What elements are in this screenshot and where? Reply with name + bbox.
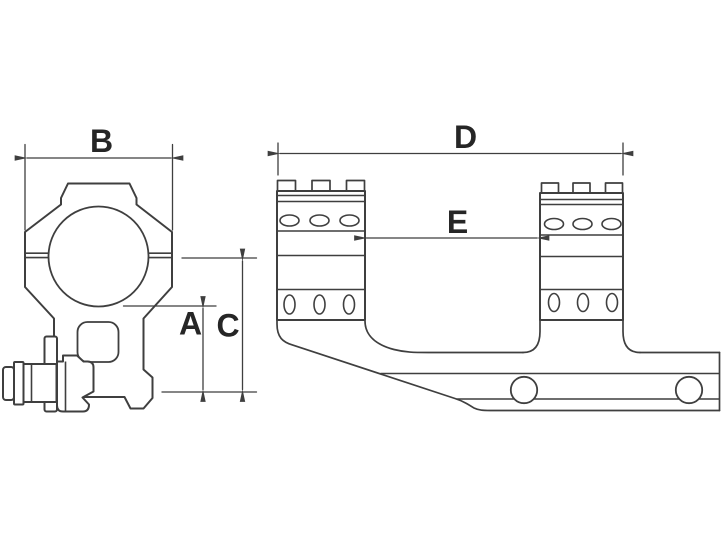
screw-hole — [339, 214, 360, 227]
dim-label-e: E — [447, 204, 468, 240]
dim-label-d: D — [454, 119, 477, 155]
screw-hole — [572, 217, 593, 231]
rear-ring-side — [522, 182, 641, 354]
cantilever-arm-outline — [276, 319, 721, 412]
screw-hole — [279, 214, 300, 227]
front-ring-side — [276, 179, 366, 321]
dim-label-b: B — [90, 123, 113, 159]
screw-hole — [313, 294, 326, 315]
dimension-b: B — [14, 123, 184, 231]
knob-end-cap — [2, 366, 15, 401]
scope-bore-circle — [47, 205, 150, 308]
base-bolt-circle — [674, 375, 704, 405]
front-view — [2, 182, 173, 413]
front-ring-side-screws — [283, 294, 356, 315]
rear-ring-rail-teeth — [540, 182, 624, 194]
front-ring-bands — [277, 194, 365, 291]
clamp-jaw — [56, 354, 95, 413]
knob-body — [22, 363, 58, 403]
front-ring-top-screws — [279, 214, 360, 227]
dimension-a: A — [122, 296, 217, 402]
side-view — [276, 179, 721, 412]
rear-ring-left-fillet — [522, 319, 541, 354]
screw-hole — [342, 294, 356, 315]
dimension-d: D — [267, 119, 634, 176]
dimension-e: E — [354, 204, 550, 241]
rear-ring-bands — [540, 198, 623, 291]
arm-top-blend — [364, 320, 524, 354]
screw-hole — [543, 217, 565, 231]
rear-ring-right-fillet — [622, 319, 641, 354]
clamp-knob — [2, 361, 58, 406]
screw-hole — [547, 292, 561, 313]
knob-collar — [13, 361, 25, 406]
screw-hole — [283, 294, 296, 315]
screw-hole — [605, 292, 619, 313]
screw-hole — [601, 217, 622, 231]
dim-label-a: A — [179, 306, 202, 342]
rear-ring-side-screws — [547, 292, 619, 313]
screw-hole — [576, 292, 590, 313]
rear-ring-top-screws — [543, 217, 622, 231]
dim-label-c: C — [216, 308, 239, 344]
base-bolt-circle — [509, 375, 539, 405]
dim-d-extension-lines — [277, 142, 624, 176]
front-ring-rail-teeth — [276, 179, 366, 192]
dimensions: B A C D E — [14, 119, 634, 402]
screw-hole — [309, 214, 330, 227]
dimension-c: C — [161, 248, 258, 402]
base-square-hole — [76, 321, 120, 363]
